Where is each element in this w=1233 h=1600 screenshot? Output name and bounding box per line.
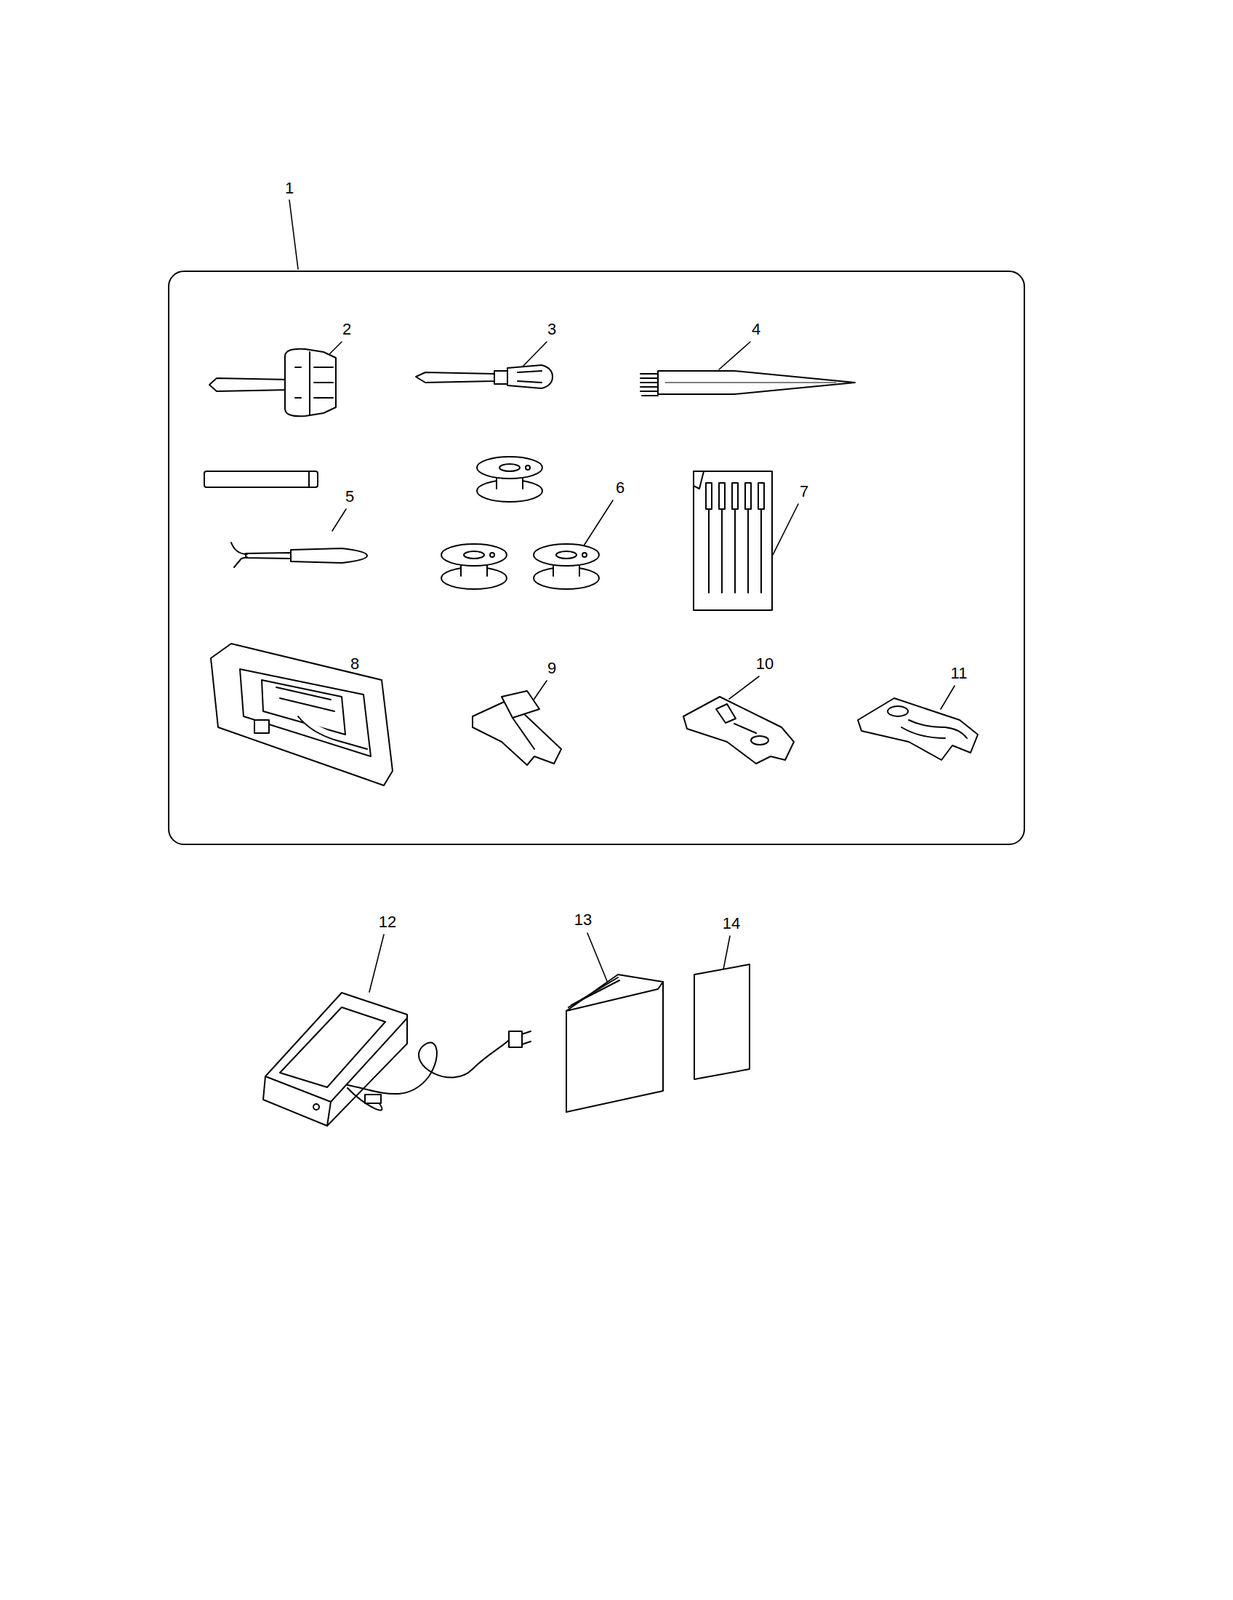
callout-number: 13 <box>574 911 592 928</box>
callout-number: 7 <box>799 483 809 500</box>
callout-number: 6 <box>615 479 625 496</box>
parts-sheet <box>694 964 750 1079</box>
callout-number: 2 <box>342 321 352 338</box>
callout-number: 11 <box>950 665 968 682</box>
buttonhole-foot <box>210 643 393 786</box>
accessory-box: 1 <box>167 270 1026 845</box>
callout-number: 12 <box>378 913 397 930</box>
callout-number: 5 <box>345 488 355 505</box>
needle-pack <box>693 471 773 610</box>
lint-brush <box>640 370 855 396</box>
presser-foot <box>472 690 562 765</box>
callout-number: 9 <box>547 660 557 677</box>
presser-foot <box>683 696 794 764</box>
foot-control <box>263 992 531 1126</box>
bobbins <box>441 456 600 589</box>
callout-number: 4 <box>751 321 761 338</box>
presser-foot <box>857 697 978 760</box>
callout-number: 10 <box>756 655 774 672</box>
callout-number: 3 <box>547 321 557 338</box>
callout-number: 8 <box>350 655 360 672</box>
seam-ripper <box>204 471 368 568</box>
leader-lines <box>289 199 955 992</box>
callout-number: 14 <box>722 915 741 932</box>
callout-number: 1 <box>284 180 294 197</box>
stubby-screwdriver <box>209 348 336 417</box>
instruction-book <box>566 974 664 1112</box>
screwdriver <box>415 364 553 389</box>
